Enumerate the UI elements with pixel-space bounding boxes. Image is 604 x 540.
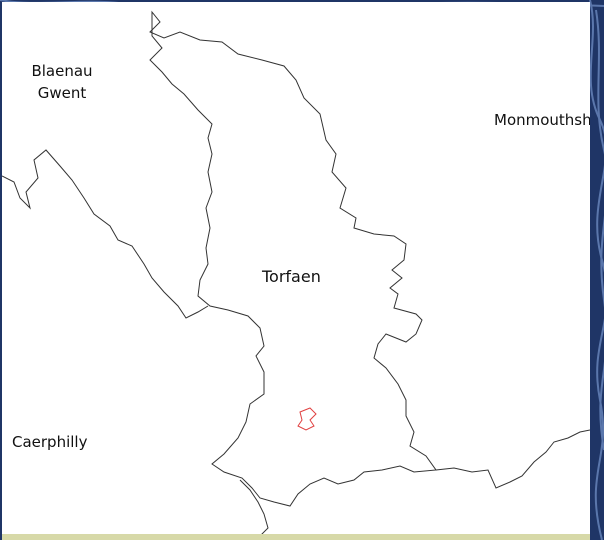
label-caerphilly: Caerphilly <box>12 433 88 451</box>
label-torfaen: Torfaen <box>262 267 321 286</box>
label-blaenau-line1: Blaenau <box>31 62 93 80</box>
bottom-map-strip <box>2 534 590 540</box>
southwest-boundary <box>239 479 269 538</box>
label-monmouthshire: Monmouthsh <box>494 111 590 129</box>
map-panel[interactable]: Blaenau Gwent Monmouthsh Torfaen Caerphi… <box>2 2 590 538</box>
label-blaenau-gwent: Blaenau Gwent <box>14 60 110 104</box>
torfaen-boundary <box>149 10 437 507</box>
western-boundary <box>2 149 209 319</box>
label-blaenau-line2: Gwent <box>37 84 87 102</box>
eastern-boundary <box>435 429 590 489</box>
highlighted-site[interactable] <box>297 407 317 431</box>
map-boundaries <box>2 10 590 538</box>
